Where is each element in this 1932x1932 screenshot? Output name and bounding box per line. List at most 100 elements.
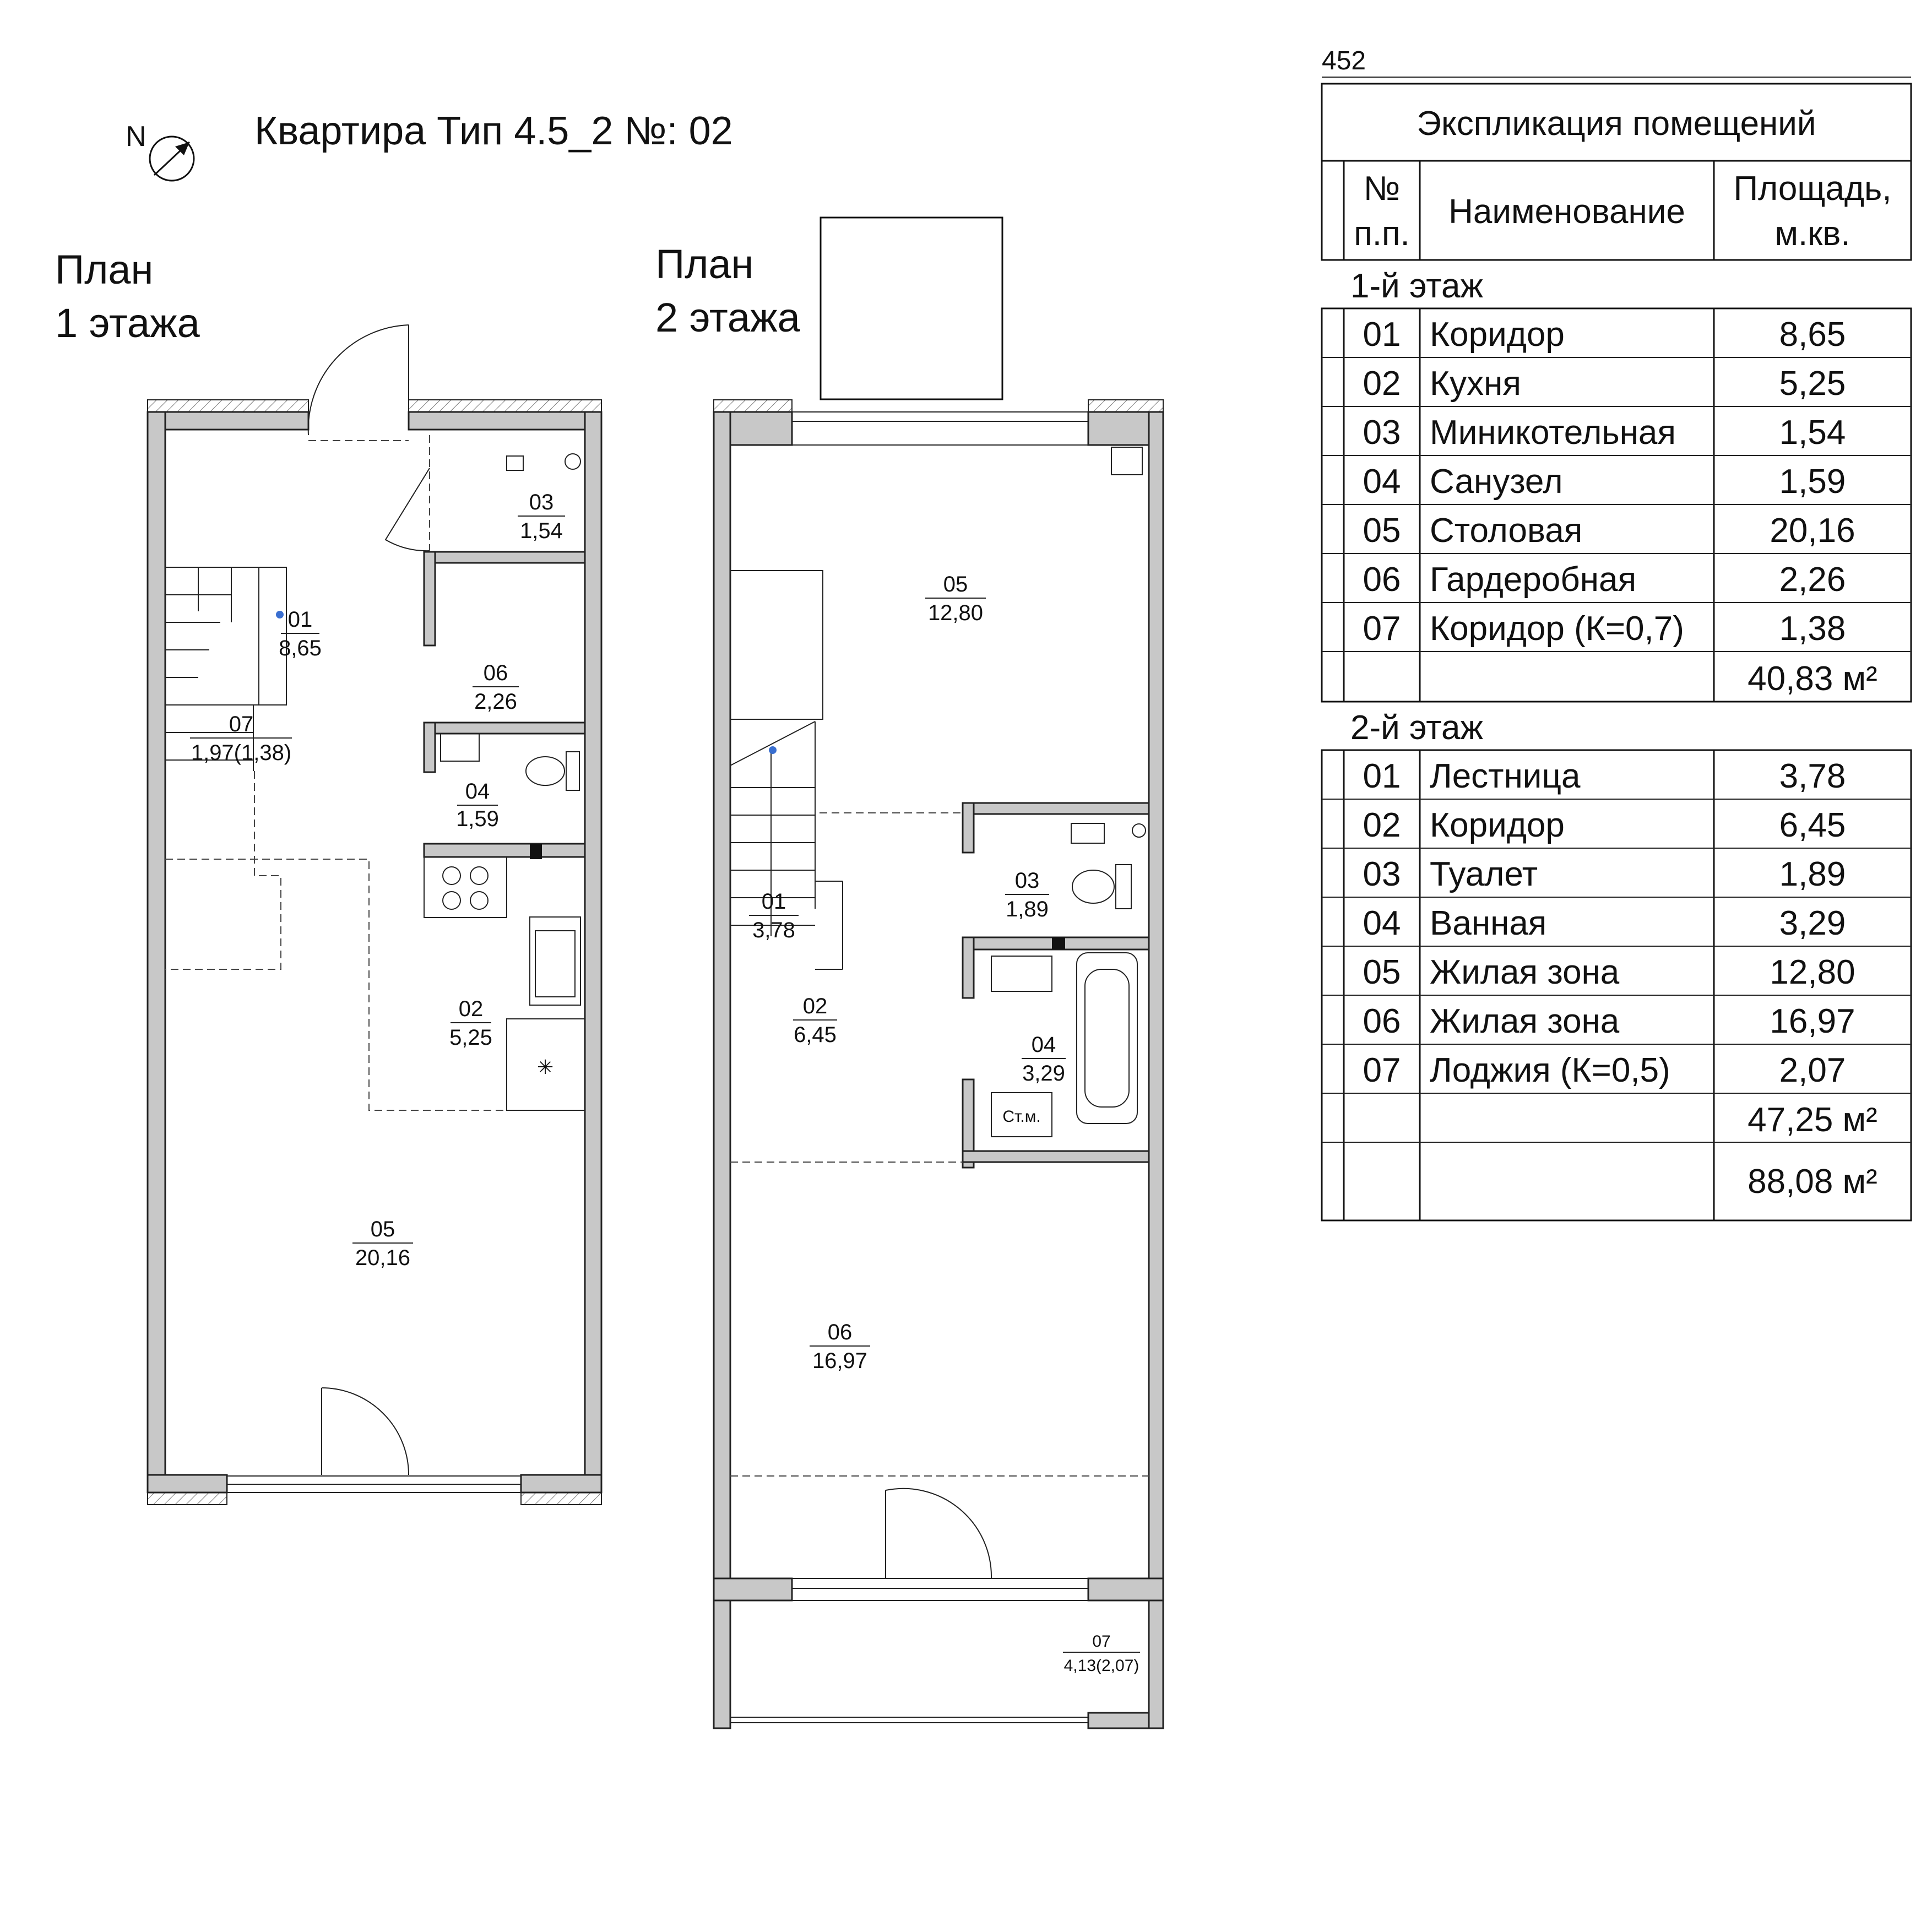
f2-row-name: Жилая зона [1430, 1002, 1620, 1040]
f1-row-4: 04 Санузел 1,59 [1363, 463, 1846, 501]
f2-shaft-icon [1111, 447, 1143, 475]
header-name: Наименование [1448, 193, 1685, 231]
f1-room02-area: 5,25 [449, 1025, 492, 1050]
f2-row-num: 05 [1363, 953, 1401, 991]
floor2-title-line2: 2 этажа [655, 295, 801, 340]
f2-room02-area: 6,45 [794, 1023, 837, 1047]
f1-row-name: Миникотельная [1430, 414, 1676, 452]
f2-row-area: 3,29 [1779, 904, 1846, 942]
apartment-title: Квартира Тип 4.5_2 №: 02 [254, 109, 733, 153]
grand-total: 88,08 м² [1748, 1163, 1877, 1201]
f2-row-area: 2,07 [1779, 1051, 1846, 1089]
f1-row-name: Столовая [1430, 512, 1582, 550]
f1-row-area: 8,65 [1779, 316, 1846, 354]
f2-row-5: 05 Жилая зона 12,80 [1363, 953, 1855, 991]
header-area-line2: м.кв. [1774, 215, 1850, 253]
f1-row-1: 01 Коридор 8,65 [1363, 316, 1846, 354]
f1-room01-num: 01 [288, 607, 313, 632]
toilet-icon [525, 756, 565, 786]
f1-row-num: 06 [1363, 561, 1401, 599]
f1-room01-area: 8,65 [279, 636, 322, 660]
f2-row-name: Коридор [1430, 806, 1565, 844]
f2-row-num: 02 [1363, 806, 1401, 844]
f2-room07-num: 07 [1092, 1632, 1110, 1651]
table-title: Экспликация помещений [1417, 105, 1816, 143]
f1-row-num: 04 [1363, 463, 1401, 501]
f2-row-num: 03 [1363, 855, 1401, 893]
floor1-title-line2: 1 этажа [55, 300, 200, 346]
f1-room07-num: 07 [229, 712, 254, 736]
f1-row-num: 01 [1363, 316, 1401, 354]
floor1-stairs [165, 567, 287, 771]
f1-room06-area: 2,26 [474, 690, 517, 714]
f1-row-area: 5,25 [1779, 365, 1846, 403]
f1-room05-num: 05 [371, 1217, 395, 1241]
f2-washbasin-icon [991, 956, 1052, 992]
f1-row-6: 06 Гардеробная 2,26 [1363, 561, 1846, 599]
f2-room05-area: 12,80 [928, 601, 983, 625]
f2-room03-num: 03 [1015, 869, 1040, 893]
floor2-plan: Ст.м. 01 3,78 02 6,45 03 1,89 04 3,29 05… [713, 216, 1164, 1729]
f2-row-1: 01 Лестница 3,78 [1363, 757, 1846, 795]
f1-row-area: 1,59 [1779, 463, 1846, 501]
f1-row-area: 20,16 [1770, 512, 1855, 550]
floor1-total: 40,83 м² [1748, 660, 1877, 698]
f2-room07-area: 4,13(2,07) [1064, 1657, 1139, 1675]
f2-row-name: Туалет [1430, 855, 1538, 893]
f2-room04-num: 04 [1032, 1033, 1056, 1057]
f2-room06-num: 06 [828, 1320, 853, 1344]
fridge-icon [506, 1018, 585, 1111]
bathtub-icon [1076, 952, 1138, 1124]
f2-row-6: 06 Жилая зона 16,97 [1363, 1002, 1855, 1040]
f1-row-7: 07 Коридор (К=0,7) 1,38 [1363, 610, 1846, 648]
f2-toilet-icon [1072, 870, 1115, 904]
f2-room01-area: 3,78 [752, 918, 795, 942]
f2-row-name: Лестница [1430, 757, 1581, 795]
f1-row-area: 2,26 [1779, 561, 1846, 599]
svg-text:✳: ✳ [537, 1056, 553, 1078]
f1-row-name: Санузел [1430, 463, 1563, 501]
f1-row-num: 07 [1363, 610, 1401, 648]
f1-room05-area: 20,16 [355, 1246, 410, 1270]
explication-table: 452 Экспликация помещений № п.п. Наимено… [1321, 46, 1912, 1222]
header-num-line1: № [1364, 170, 1401, 208]
f1-row-area: 1,38 [1779, 610, 1846, 648]
floor2-stairs [730, 721, 843, 970]
boiler-icon [506, 455, 524, 471]
floor1-plan: ✳ 01 8,65 02 5,25 03 1,54 04 1,59 05 20,… [146, 324, 603, 1505]
header-area-line1: Площадь, [1733, 170, 1891, 208]
f1-row-name: Коридор [1430, 316, 1565, 354]
f2-row-4: 04 Ванная 3,29 [1363, 904, 1846, 942]
f2-room01-num: 01 [762, 889, 786, 914]
f1-row-num: 05 [1363, 512, 1401, 550]
f1-row-num: 03 [1363, 414, 1401, 452]
north-arrow-icon: N [126, 121, 195, 182]
floor2-total: 47,25 м² [1748, 1101, 1877, 1139]
f1-row-name: Кухня [1430, 365, 1521, 403]
f1-row-name: Гардеробная [1430, 561, 1636, 599]
f2-row-num: 04 [1363, 904, 1401, 942]
f2-row-name: Ванная [1430, 904, 1546, 942]
floor1-title-line1: План [55, 247, 153, 292]
f2-row-num: 07 [1363, 1051, 1401, 1089]
f2-room02-num: 02 [803, 994, 828, 1018]
washing-machine-icon [991, 1092, 1052, 1137]
f2-row-3: 03 Туалет 1,89 [1363, 855, 1846, 893]
washer-label: Ст.м. [1002, 1108, 1040, 1126]
floor2-title-line1: План [655, 241, 753, 287]
f1-row-5: 05 Столовая 20,16 [1363, 512, 1855, 550]
f1-room03-num: 03 [529, 490, 554, 514]
f2-row-num: 06 [1363, 1002, 1401, 1040]
header-num-line2: п.п. [1354, 215, 1410, 253]
f1-room02-num: 02 [459, 997, 484, 1021]
f2-row-2: 02 Коридор 6,45 [1363, 806, 1846, 844]
f2-room06-area: 16,97 [812, 1349, 867, 1373]
floor2-label: 2-й этаж [1350, 709, 1483, 747]
f1-room04-area: 1,59 [456, 807, 499, 831]
f2-room05-num: 05 [943, 572, 968, 596]
f1-row-2: 02 Кухня 5,25 [1363, 365, 1846, 403]
f2-row-area: 16,97 [1770, 1002, 1855, 1040]
f1-row-3: 03 Миникотельная 1,54 [1363, 414, 1846, 452]
f1-row-area: 1,54 [1779, 414, 1846, 452]
